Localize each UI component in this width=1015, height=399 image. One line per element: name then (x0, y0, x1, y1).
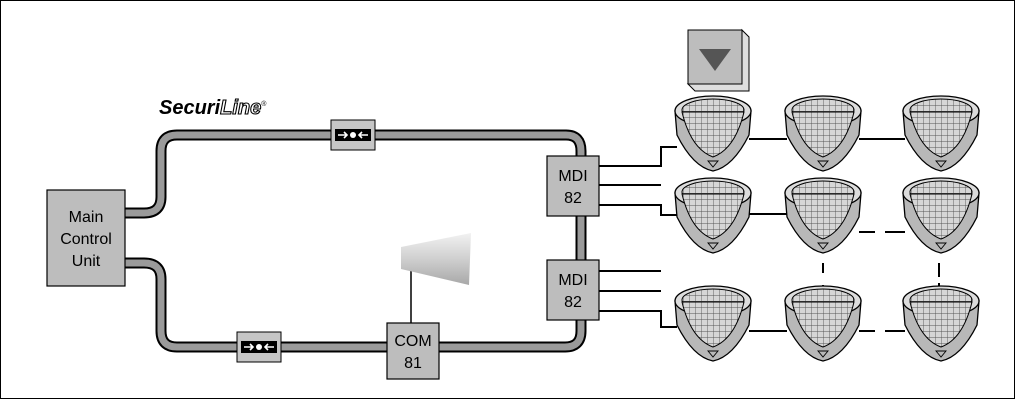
svg-text:82: 82 (564, 190, 582, 207)
main-control-unit: Main Control Unit (46, 189, 126, 287)
loop-isolator-icon (236, 331, 282, 363)
mdi-82-module-top: MDI 82 (546, 155, 600, 217)
smoke-detector-icon (902, 285, 980, 362)
svg-text:COM: COM (394, 333, 431, 350)
smoke-detector-icon (784, 285, 862, 362)
smoke-detector-icon (902, 177, 980, 254)
horn-sounder-icon (401, 233, 471, 323)
smoke-detector-icon (674, 177, 752, 254)
smoke-detector-icon (784, 95, 862, 172)
smoke-detector-icon (784, 177, 862, 254)
com-81-module: COM 81 (386, 322, 440, 380)
svg-text:82: 82 (564, 294, 582, 311)
branch-wiring (599, 97, 940, 332)
loop-cable (125, 129, 587, 353)
svg-text:81: 81 (404, 355, 422, 372)
loop-isolator-icon (330, 119, 376, 151)
smoke-detector-icon (674, 285, 752, 362)
svg-text:Unit: Unit (72, 253, 101, 270)
svg-text:MDI: MDI (558, 272, 587, 289)
manual-call-point-icon (686, 28, 750, 92)
svg-text:MDI: MDI (558, 168, 587, 185)
smoke-detector-icon (674, 95, 752, 172)
securiline-logo: SecuriLine® (159, 97, 267, 119)
smoke-detector-icon (902, 95, 980, 172)
mdi-82-module-bottom: MDI 82 (546, 259, 600, 321)
svg-text:Control: Control (60, 231, 112, 248)
svg-text:Main: Main (69, 209, 104, 226)
